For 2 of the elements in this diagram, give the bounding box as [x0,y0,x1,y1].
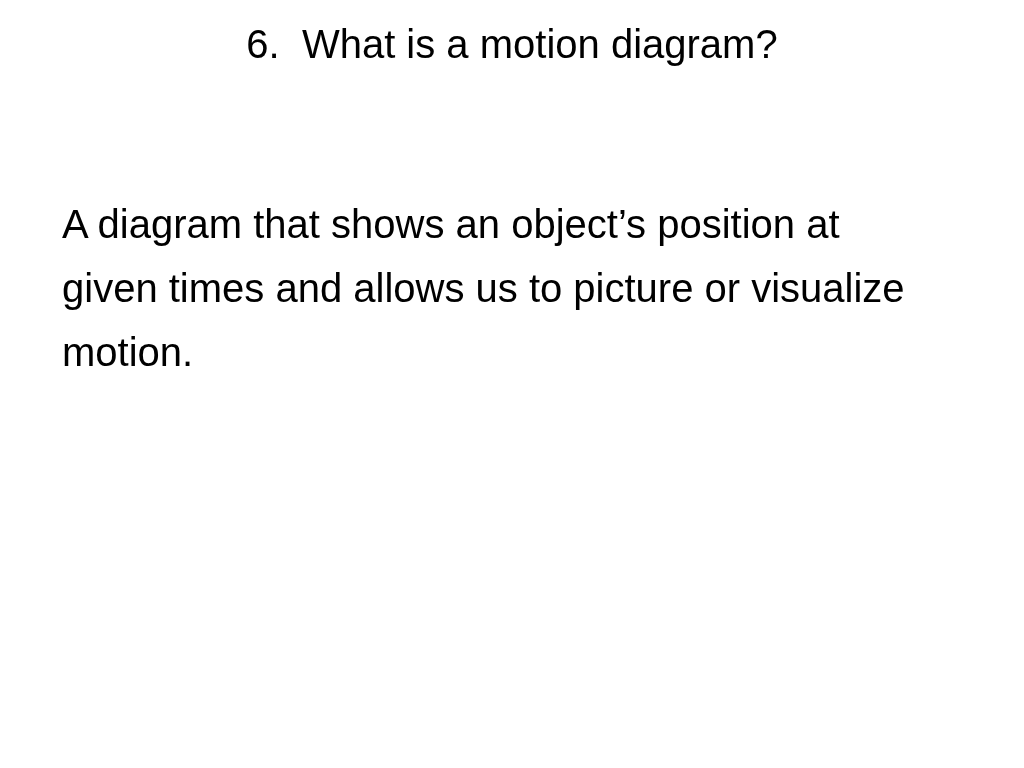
definition-text: A diagram that shows an object’s position at given times and allows us to picture or visualize motion. [62,201,906,376]
slide-title: 6. What is a motion diagram? [245,21,779,68]
